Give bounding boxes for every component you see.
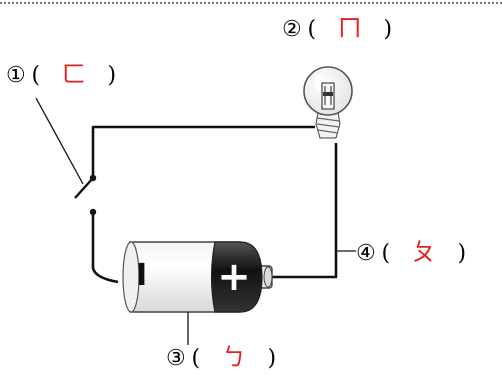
battery-negative-symbol: I [136, 258, 148, 293]
label-bulb-close: ) [383, 17, 393, 42]
label-wire-number: ④ [356, 241, 376, 266]
wire-top [91, 125, 315, 178]
label-switch: ①( ㄈ) [6, 62, 122, 87]
label-wire-close: ) [457, 241, 467, 266]
label-wire: ④( ㄆ) [356, 240, 472, 265]
label-bulb-answer: ㄇ [337, 14, 362, 42]
leader-switch [35, 97, 84, 185]
label-wire-answer: ㄆ [411, 238, 436, 266]
battery-positive-symbol: + [217, 254, 251, 300]
label-switch-answer: ㄈ [61, 60, 86, 88]
label-switch-close: ) [107, 63, 117, 88]
label-switch-open: ( [31, 63, 41, 88]
label-bulb-open: ( [307, 17, 317, 42]
label-bulb: ②( ㄇ) [282, 16, 398, 41]
switch-contact-bottom [89, 208, 97, 216]
label-bulb-number: ② [282, 17, 302, 42]
wire-right [270, 143, 338, 279]
label-wire-open: ( [381, 241, 391, 266]
light-bulb [303, 66, 353, 139]
wire-left-lower [91, 213, 119, 284]
battery [122, 241, 273, 313]
battery-positive-cap [210, 241, 263, 313]
label-battery-open: ( [191, 346, 201, 371]
label-battery-number: ③ [166, 346, 186, 371]
top-divider [0, 2, 502, 4]
label-switch-number: ① [6, 63, 26, 88]
switch [74, 174, 97, 216]
wires [91, 125, 338, 284]
label-battery-close: ) [267, 346, 277, 371]
label-battery-answer: ㄅ [221, 343, 246, 371]
label-battery: ③( ㄅ) [166, 345, 282, 370]
switch-lever [74, 177, 94, 199]
